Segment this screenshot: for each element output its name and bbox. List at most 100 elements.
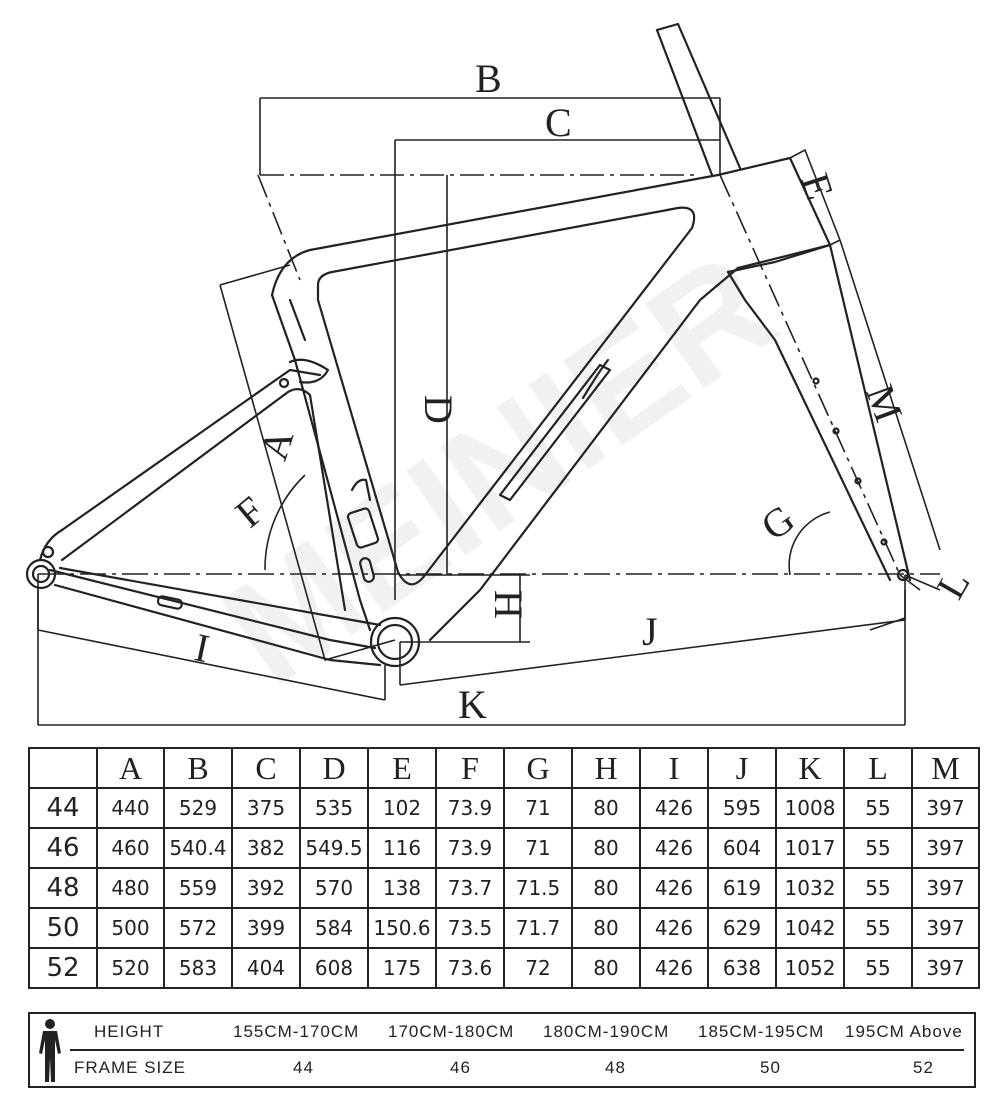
table-cell: 1052 [775,947,845,989]
height-range: 155CM-170CM [233,1022,360,1041]
header-cell: K [775,747,845,789]
table-cell: 638 [707,947,777,989]
frame-size-value: 48 [605,1058,626,1077]
header-cell: B [163,747,233,789]
table-cell: 604 [707,827,777,869]
table-cell: 73.9 [435,827,505,869]
frame-size-row: FRAME SIZE 44 46 48 50 52 [70,1051,974,1085]
table-cell: 80 [571,907,641,949]
table-cell: 55 [843,867,913,909]
header-cell: D [299,747,369,789]
bike-frame [25,22,912,668]
label-B: B [475,56,502,101]
table-cell: 73.9 [435,787,505,829]
table-cell: 549.5 [299,827,369,869]
table-cell: 382 [231,827,301,869]
table-header-row: A B C D E F G H I J K L M [28,747,980,789]
frame-size-cell: 44 [28,787,98,829]
table-cell: 520 [96,947,165,989]
table-cell: 535 [299,787,369,829]
table-cell: 55 [843,787,913,829]
table-cell: 72 [503,947,573,989]
table-cell: 80 [571,947,641,989]
table-cell: 150.6 [367,907,437,949]
header-cell: I [639,747,709,789]
table-cell: 1032 [775,867,845,909]
height-range: 180CM-190CM [543,1022,670,1041]
table-cell: 608 [299,947,369,989]
frame-size-value: 52 [913,1058,934,1077]
table-cell: 80 [571,867,641,909]
table-cell: 529 [163,787,233,829]
label-H: H [486,590,531,619]
header-cell: G [503,747,573,789]
table-cell: 80 [571,827,641,869]
header-cell: L [843,747,913,789]
table-cell: 570 [299,867,369,909]
label-M: M [857,379,911,428]
table-cell: 1017 [775,827,845,869]
header-cell [28,747,98,789]
table-cell: 375 [231,787,301,829]
frame-size-value: 50 [760,1058,781,1077]
person-silhouette-icon [39,1019,61,1082]
table-cell: 71.7 [503,907,573,949]
height-range: 185CM-195CM [698,1022,825,1041]
table-cell: 404 [231,947,301,989]
height-label: HEIGHT [94,1022,165,1041]
table-cell: 80 [571,787,641,829]
table-cell: 426 [639,827,709,869]
header-cell: C [231,747,301,789]
label-E: E [792,168,842,205]
table-cell: 426 [639,947,709,989]
table-cell: 397 [911,947,980,989]
table-cell: 71 [503,787,573,829]
table-cell: 55 [843,947,913,989]
table-cell: 480 [96,867,165,909]
header-cell: H [571,747,641,789]
table-cell: 55 [843,907,913,949]
header-cell: M [911,747,980,789]
table-cell: 572 [163,907,233,949]
table-cell: 73.7 [435,867,505,909]
label-A: A [251,424,303,465]
dimension-lines [37,97,941,726]
label-K: K [458,682,487,727]
label-C: C [545,100,572,145]
table-cell: 116 [367,827,437,869]
table-cell: 399 [231,907,301,949]
table-cell: 1042 [775,907,845,949]
table-cell: 73.5 [435,907,505,949]
header-cell: A [96,747,165,789]
height-row: HEIGHT 155CM-170CM 170CM-180CM 180CM-190… [70,1015,964,1051]
table-cell: 1008 [775,787,845,829]
label-D: D [416,395,461,424]
table-cell: 426 [639,787,709,829]
table-cell: 55 [843,827,913,869]
table-cell: 500 [96,907,165,949]
table-cell: 440 [96,787,165,829]
height-range: 195CM Above [845,1022,963,1041]
header-cell: E [367,747,437,789]
frame-size-cell: 48 [28,867,98,909]
frame-geometry-diagram: MEINIER [25,22,979,727]
table-cell: 584 [299,907,369,949]
table-cell: 102 [367,787,437,829]
header-cell: J [707,747,777,789]
table-cell: 392 [231,867,301,909]
height-range: 170CM-180CM [388,1022,515,1041]
table-cell: 426 [639,907,709,949]
table-cell: 629 [707,907,777,949]
size-guide: HEIGHT 155CM-170CM 170CM-180CM 180CM-190… [28,1012,976,1088]
table-cell: 619 [707,867,777,909]
frame-size-value: 44 [293,1058,314,1077]
table-cell: 397 [911,907,980,949]
header-cell: F [435,747,505,789]
table-cell: 397 [911,787,980,829]
table-cell: 559 [163,867,233,909]
